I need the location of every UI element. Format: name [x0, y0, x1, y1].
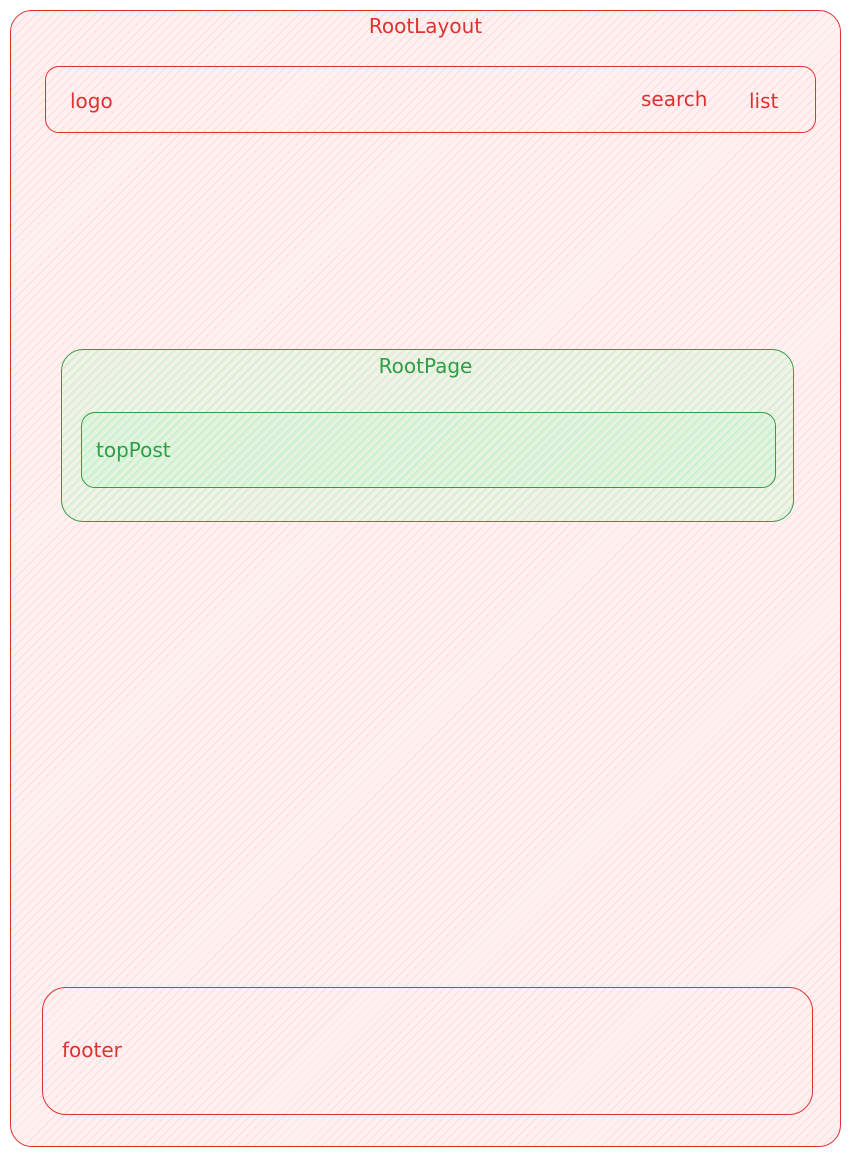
- search-label: search: [641, 87, 708, 111]
- logo-label: logo: [70, 89, 113, 113]
- root-page-title: RootPage: [378, 354, 473, 378]
- top-post-box: [81, 412, 776, 488]
- root-layout-title: RootLayout: [368, 14, 483, 38]
- top-post-label: topPost: [96, 438, 171, 462]
- list-label: list: [749, 89, 779, 113]
- footer-label: footer: [62, 1038, 122, 1062]
- header-box: [45, 66, 816, 133]
- root-layout-box: [10, 10, 841, 1147]
- footer-box: [42, 987, 813, 1115]
